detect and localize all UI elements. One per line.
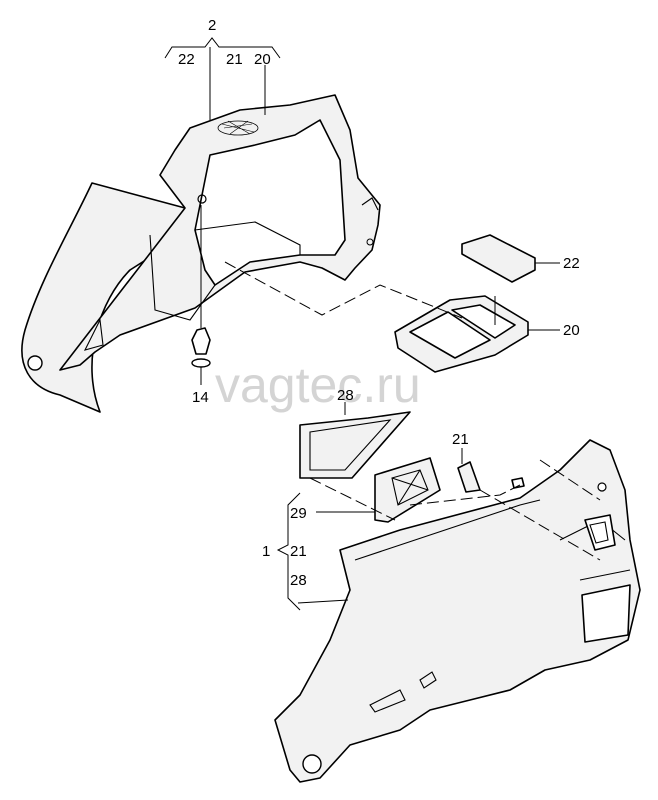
label-group-2: 2 [208, 17, 216, 34]
bracket-part-29 [374, 457, 441, 523]
label-part-21-lower: 21 [452, 431, 469, 448]
upper-trim-panel [21, 94, 381, 413]
mat-part-28 [299, 411, 411, 479]
callout-group-2: 2 22 21 20 [164, 17, 281, 120]
watermark: vagtec.ru [215, 357, 421, 413]
lower-trim-panel [274, 439, 641, 783]
label-group-2-item-20: 20 [254, 51, 271, 68]
label-part-14: 14 [192, 389, 209, 406]
label-group-2-item-21: 21 [226, 51, 243, 68]
label-part-28: 28 [337, 387, 354, 404]
floor-cover-part-22 [461, 234, 536, 283]
speaker-grille [217, 120, 259, 136]
callout-group-1: 1 29 21 28 [262, 492, 375, 611]
label-group-1-item-21: 21 [290, 543, 307, 560]
label-group-2-item-22: 22 [178, 51, 195, 68]
label-part-20: 20 [563, 322, 580, 339]
lid-part-21 [457, 461, 481, 493]
label-group-1-item-29: 29 [290, 505, 307, 522]
label-group-1: 1 [262, 543, 270, 560]
label-part-22: 22 [563, 255, 580, 272]
label-group-1-item-28: 28 [290, 572, 307, 589]
